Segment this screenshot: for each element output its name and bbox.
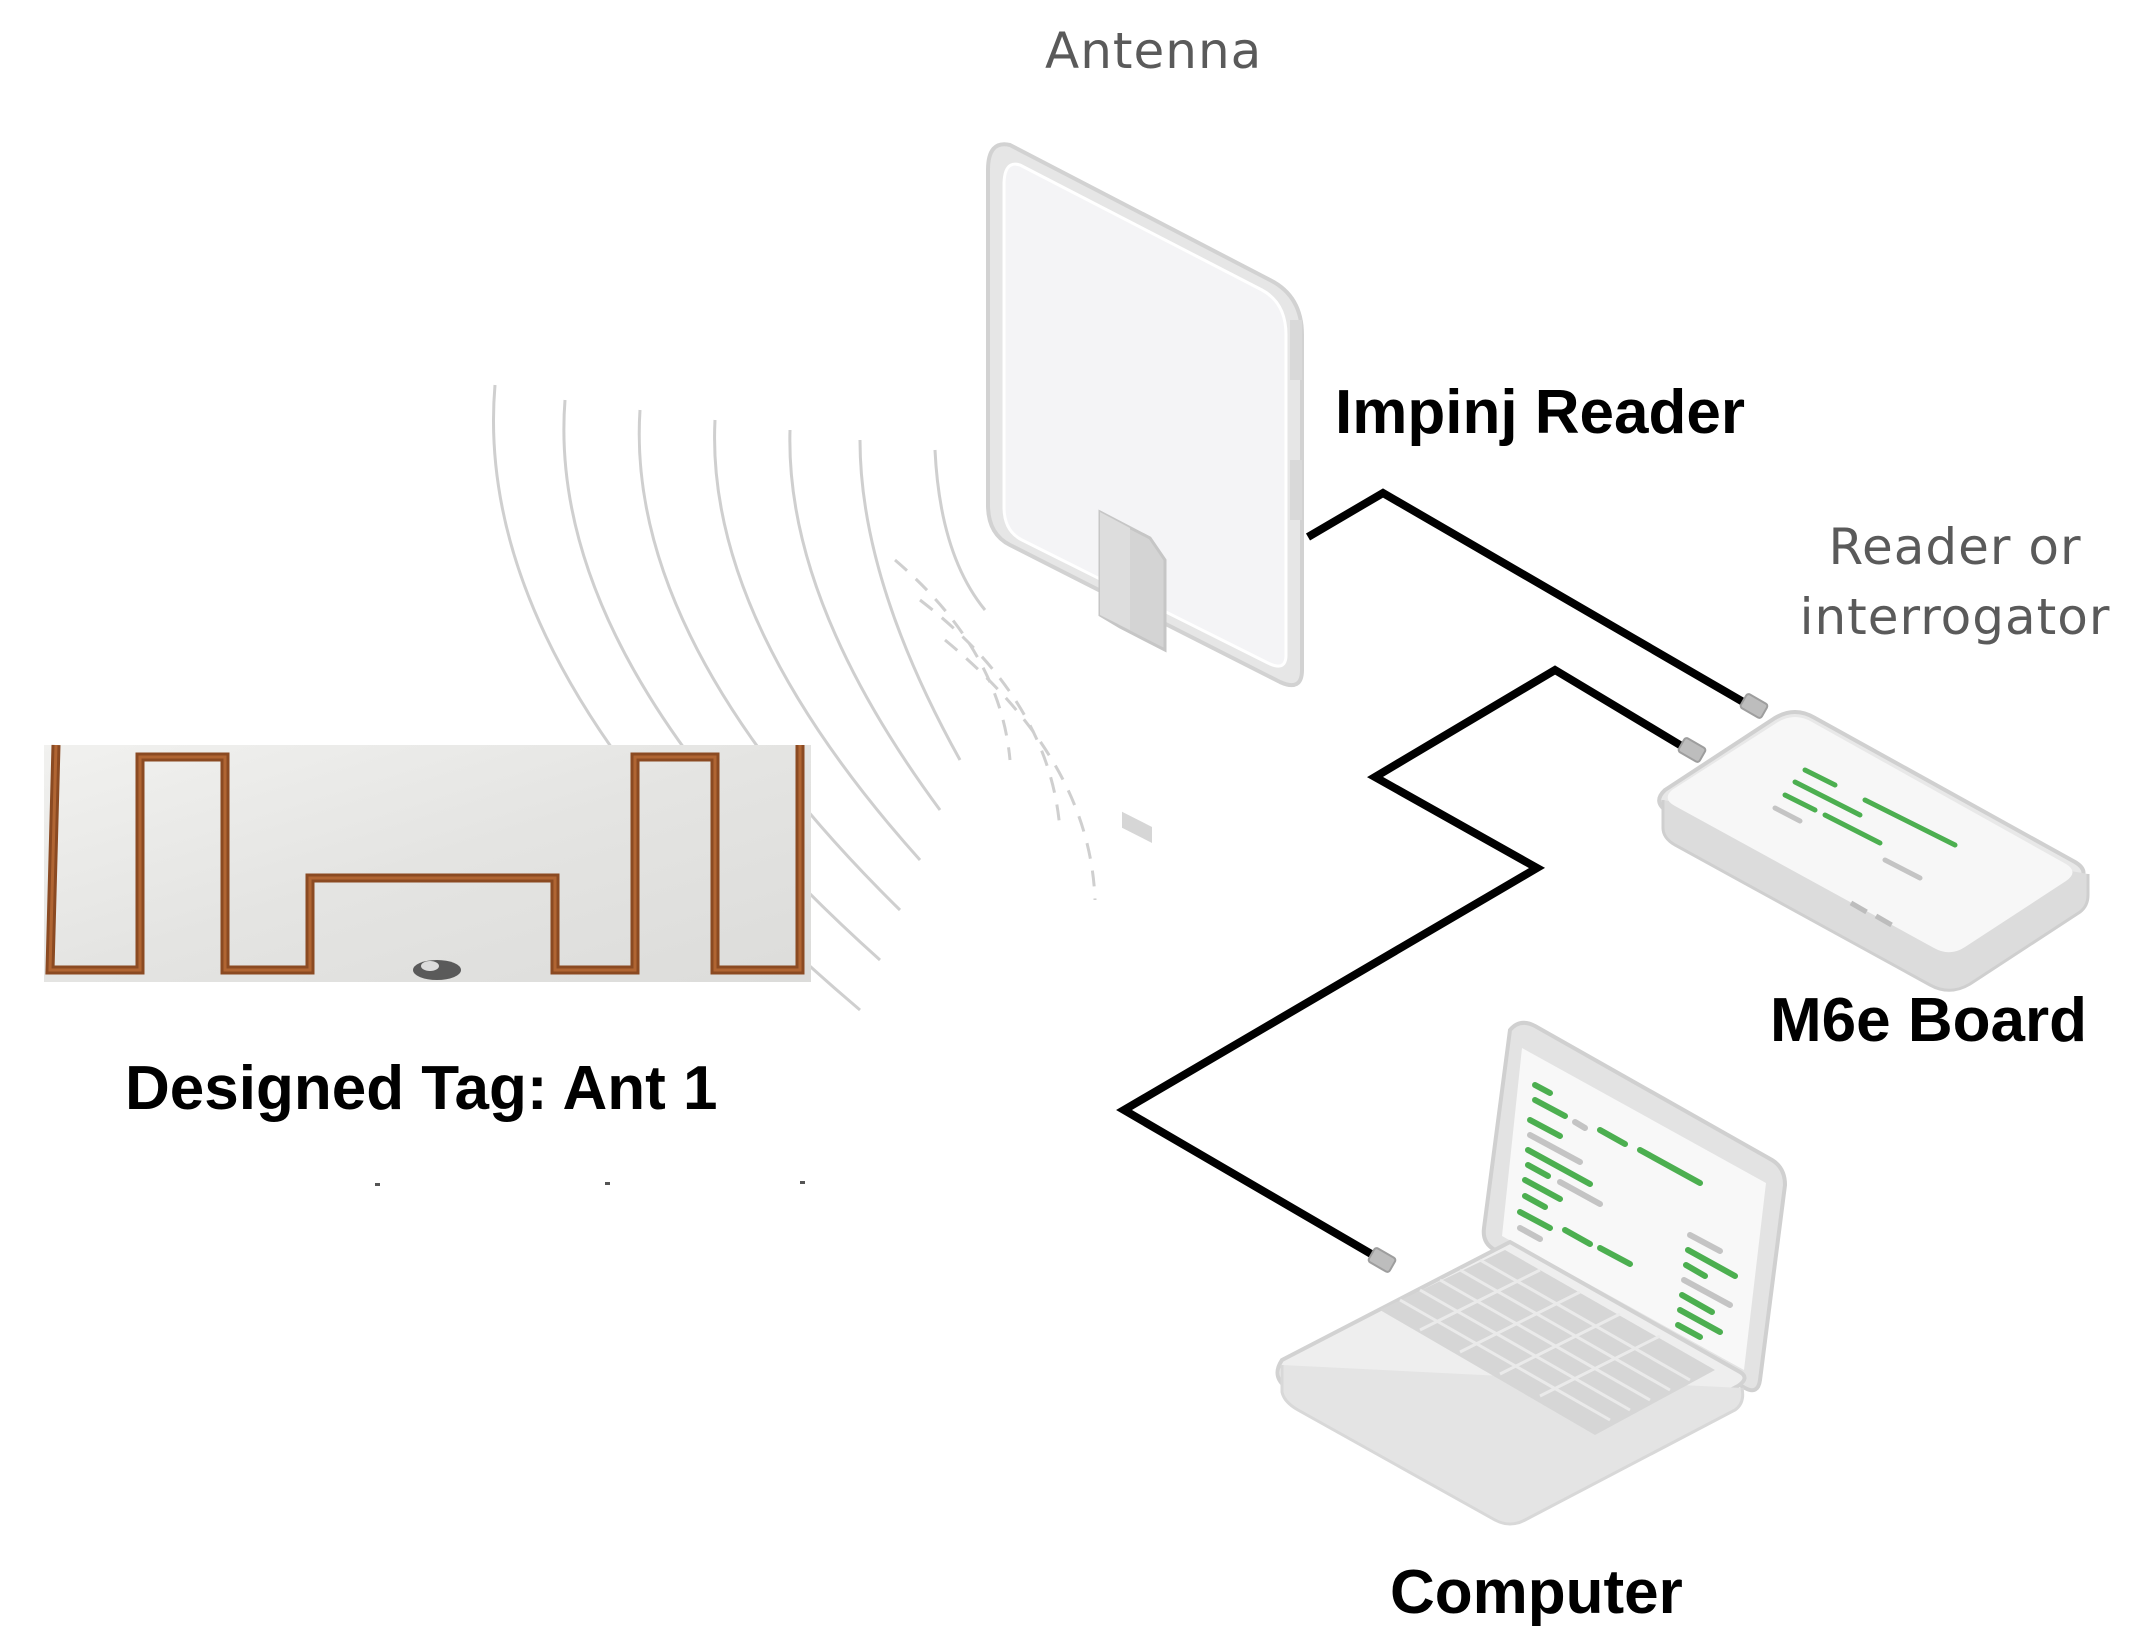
- artifact-marks: [375, 1181, 805, 1186]
- panel-antenna-icon: [986, 142, 1304, 843]
- reader-or-interrogator-label: Reader or interrogator: [1799, 518, 2111, 646]
- laptop-icon: [1275, 1020, 1788, 1526]
- antenna-label: Antenna: [1045, 22, 1263, 80]
- cable-connectors: [1367, 693, 1769, 1273]
- cables: [1116, 488, 1748, 1259]
- impinj-reader-label: Impinj Reader: [1335, 378, 1745, 447]
- rfid-reader-icon: [1657, 710, 2090, 992]
- designed-tag-label: Designed Tag: Ant 1: [125, 1054, 718, 1123]
- m6e-board-label: M6e Board: [1770, 986, 2087, 1055]
- computer-label: Computer: [1390, 1558, 1683, 1627]
- rfid-tag-photo: [44, 744, 811, 982]
- computer-reader-cable: [1116, 665, 1688, 1259]
- antenna-reader-cable: [1305, 488, 1748, 707]
